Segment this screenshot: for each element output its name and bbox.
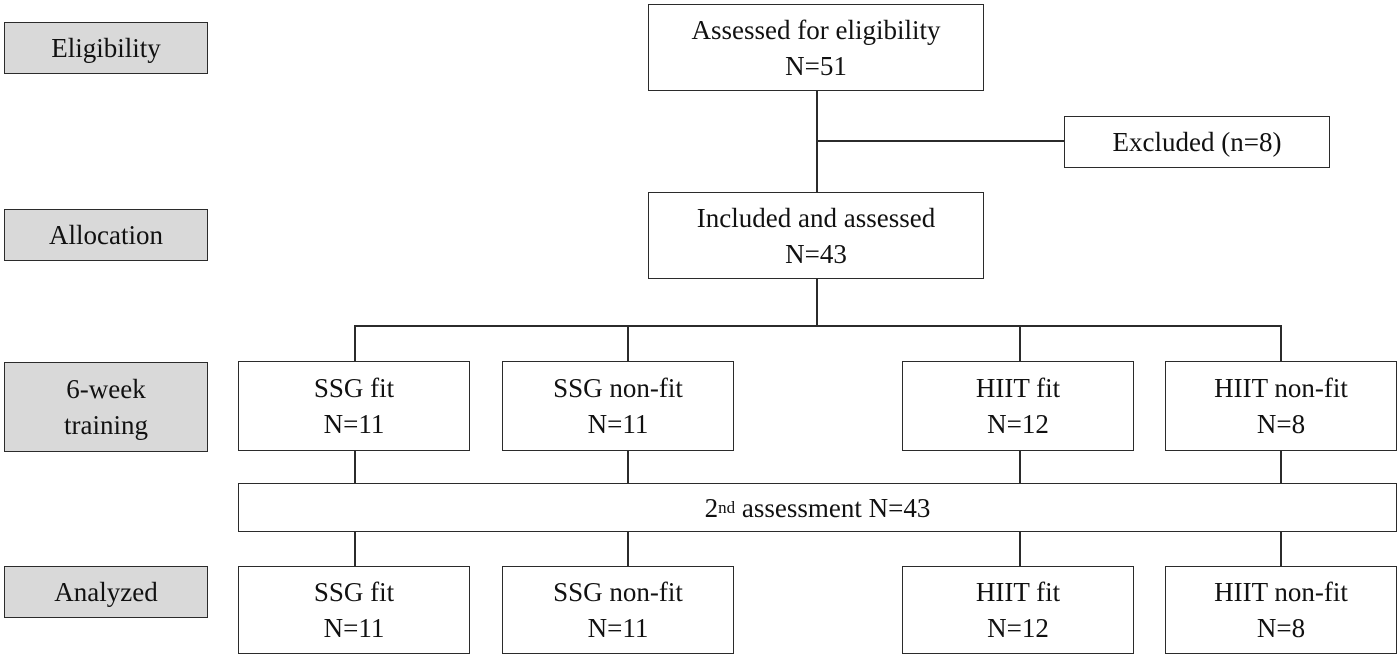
analyzed-group-ssg-nonfit: SSG non-fit N=11 [502,566,734,654]
group-count: N=12 [987,409,1049,439]
group-label: HIIT non-fit [1214,577,1348,607]
group-count: N=8 [1256,613,1306,643]
group-label: SSG fit [313,373,395,403]
assessed-box: Assessed for eligibility N=51 [648,4,984,91]
stage-training-label-line2: training [64,410,148,440]
connector-assessment-hiit-fit-down [1019,531,1021,567]
group-count: N=11 [323,613,385,643]
connector-branch-ssg-nonfit [627,325,629,361]
group-label: SSG non-fit [553,373,683,403]
connector-training-hiit-nonfit-down [1280,450,1282,483]
analyzed-group-hiit-fit: HIIT fit N=12 [902,566,1134,654]
group-label: HIIT non-fit [1214,373,1348,403]
group-label: SSG fit [313,577,395,607]
group-label: HIIT fit [975,373,1061,403]
stage-eligibility: Eligibility [4,22,208,74]
training-group-ssg-fit: SSG fit N=11 [238,361,470,451]
stage-allocation-label: Allocation [49,220,163,250]
stage-allocation: Allocation [4,209,208,261]
group-count: N=8 [1256,409,1306,439]
group-count: N=12 [987,613,1049,643]
stage-eligibility-label: Eligibility [51,33,161,63]
connector-branch-hiit-nonfit [1280,325,1282,361]
group-count: N=11 [587,613,649,643]
connector-training-hiit-fit-down [1019,450,1021,483]
excluded-box: Excluded (n=8) [1064,116,1330,168]
connector-to-excluded [816,140,1064,142]
connector-assessment-ssg-nonfit-down [627,531,629,567]
connector-horizontal-branch [354,325,1282,327]
included-label: Included and assessed [696,202,936,233]
connector-included-down [816,278,818,326]
assessed-count: N=51 [785,50,847,81]
connector-training-ssg-nonfit-down [627,450,629,483]
connector-assessment-hiit-nonfit-down [1280,531,1282,567]
training-group-ssg-nonfit: SSG non-fit N=11 [502,361,734,451]
connector-training-ssg-fit-down [354,450,356,483]
stage-analyzed-label: Analyzed [54,577,158,607]
analyzed-group-hiit-nonfit: HIIT non-fit N=8 [1165,566,1397,654]
group-label: HIIT fit [975,577,1061,607]
included-count: N=43 [785,238,847,269]
group-count: N=11 [587,409,649,439]
group-label: SSG non-fit [553,577,683,607]
included-box: Included and assessed N=43 [648,192,984,279]
connector-assessment-ssg-fit-down [354,531,356,567]
stage-training-label-line1: 6-week [66,374,146,404]
training-group-hiit-nonfit: HIIT non-fit N=8 [1165,361,1397,451]
stage-analyzed: Analyzed [4,566,208,618]
second-assessment-text: assessment N=43 [735,492,931,523]
connector-branch-ssg-fit [354,325,356,361]
connector-branch-hiit-fit [1019,325,1021,361]
excluded-label: Excluded (n=8) [1112,127,1282,157]
stage-training: 6-week training [4,362,208,452]
training-group-hiit-fit: HIIT fit N=12 [902,361,1134,451]
analyzed-group-ssg-fit: SSG fit N=11 [238,566,470,654]
second-assessment-number: 2 [704,492,719,523]
group-count: N=11 [323,409,385,439]
assessed-label: Assessed for eligibility [691,14,941,45]
